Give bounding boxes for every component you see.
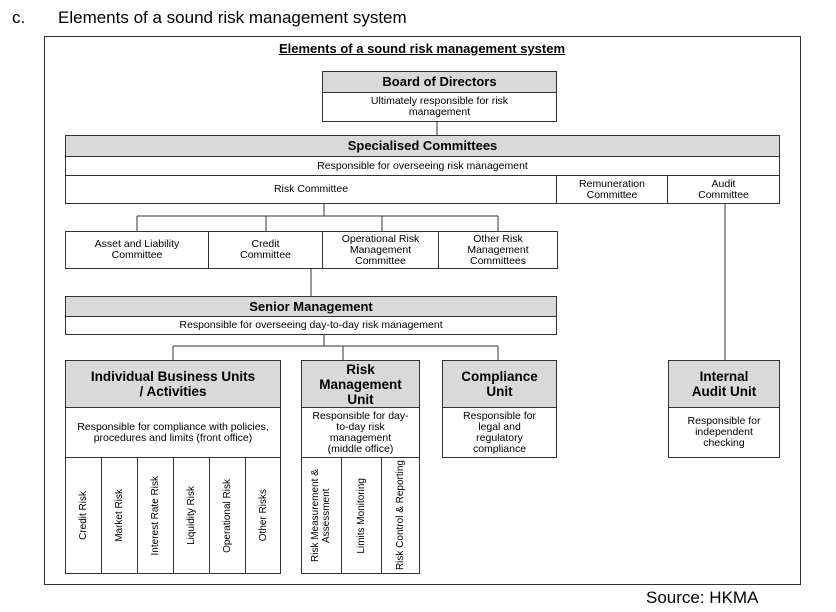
senior-desc: Responsible for overseeing day-to-day ri… [65, 316, 557, 335]
credit-committee: Credit Committee [208, 231, 323, 269]
other-risks-label: Other Risks [257, 489, 269, 542]
diagram-frame [44, 36, 801, 585]
board-title: Board of Directors [322, 71, 557, 93]
section-title: Elements of a sound risk management syst… [58, 8, 407, 27]
riskunit-title: Risk Management Unit [301, 360, 420, 408]
risk-cell: Interest Rate Risk [137, 457, 174, 574]
operational-risk-label: Operational Risk [222, 478, 233, 553]
business-risks: Credit Risk Market Risk Interest Rate Ri… [65, 457, 281, 574]
risk-control-label: Risk Control & Reporting [395, 460, 406, 571]
function-cell: Risk Measurement & Assessment [301, 457, 342, 574]
remuneration-committee: Remuneration Committee [556, 175, 668, 204]
compliance-title: Compliance Unit [442, 360, 557, 408]
committees-desc: Responsible for overseeing risk manageme… [65, 156, 780, 176]
risk-cell: Credit Risk [65, 457, 102, 574]
committees-title: Specialised Committees [65, 135, 780, 157]
business-desc: Responsible for compliance with policies… [65, 407, 281, 458]
credit-risk-label: Credit Risk [78, 491, 89, 540]
internal-audit-title: Internal Audit Unit [668, 360, 780, 408]
risk-cell: Operational Risk [209, 457, 246, 574]
compliance-desc: Responsible for legal and regulatory com… [442, 407, 557, 458]
risk-measurement-label: Risk Measurement & Assessment [309, 469, 332, 562]
liquidity-risk-label: Liquidity Risk [186, 486, 197, 545]
risk-cell: Liquidity Risk [173, 457, 210, 574]
board-desc: Ultimately responsible for risk manageme… [322, 92, 557, 122]
riskunit-desc: Responsible for day-to-day risk manageme… [301, 407, 420, 458]
operational-risk-committee: Operational Risk Management Committee [322, 231, 439, 269]
interest-rate-risk-label: Interest Rate Risk [150, 475, 161, 556]
section-letter: c. [12, 8, 26, 27]
risk-cell: Other Risks [245, 457, 281, 574]
alco-committee: Asset and Liability Committee [65, 231, 209, 269]
market-risk-label: Market Risk [114, 489, 125, 542]
internal-audit-desc: Responsible for independent checking [668, 407, 780, 458]
function-cell: Risk Control & Reporting [381, 457, 420, 574]
riskunit-functions: Risk Measurement & Assessment Limits Mon… [301, 457, 420, 574]
business-title: Individual Business Units / Activities [65, 360, 281, 408]
audit-committee: Audit Committee [667, 175, 780, 204]
function-cell: Limits Monitoring [341, 457, 382, 574]
other-risk-committees: Other Risk Management Committees [438, 231, 558, 269]
diagram-title: Elements of a sound risk management syst… [278, 41, 566, 56]
source-credit: Source: HKMA [646, 588, 759, 607]
limits-monitoring-label: Limits Monitoring [356, 477, 367, 554]
senior-title: Senior Management [65, 296, 557, 317]
risk-committee: Risk Committee [65, 175, 557, 204]
risk-cell: Market Risk [101, 457, 138, 574]
